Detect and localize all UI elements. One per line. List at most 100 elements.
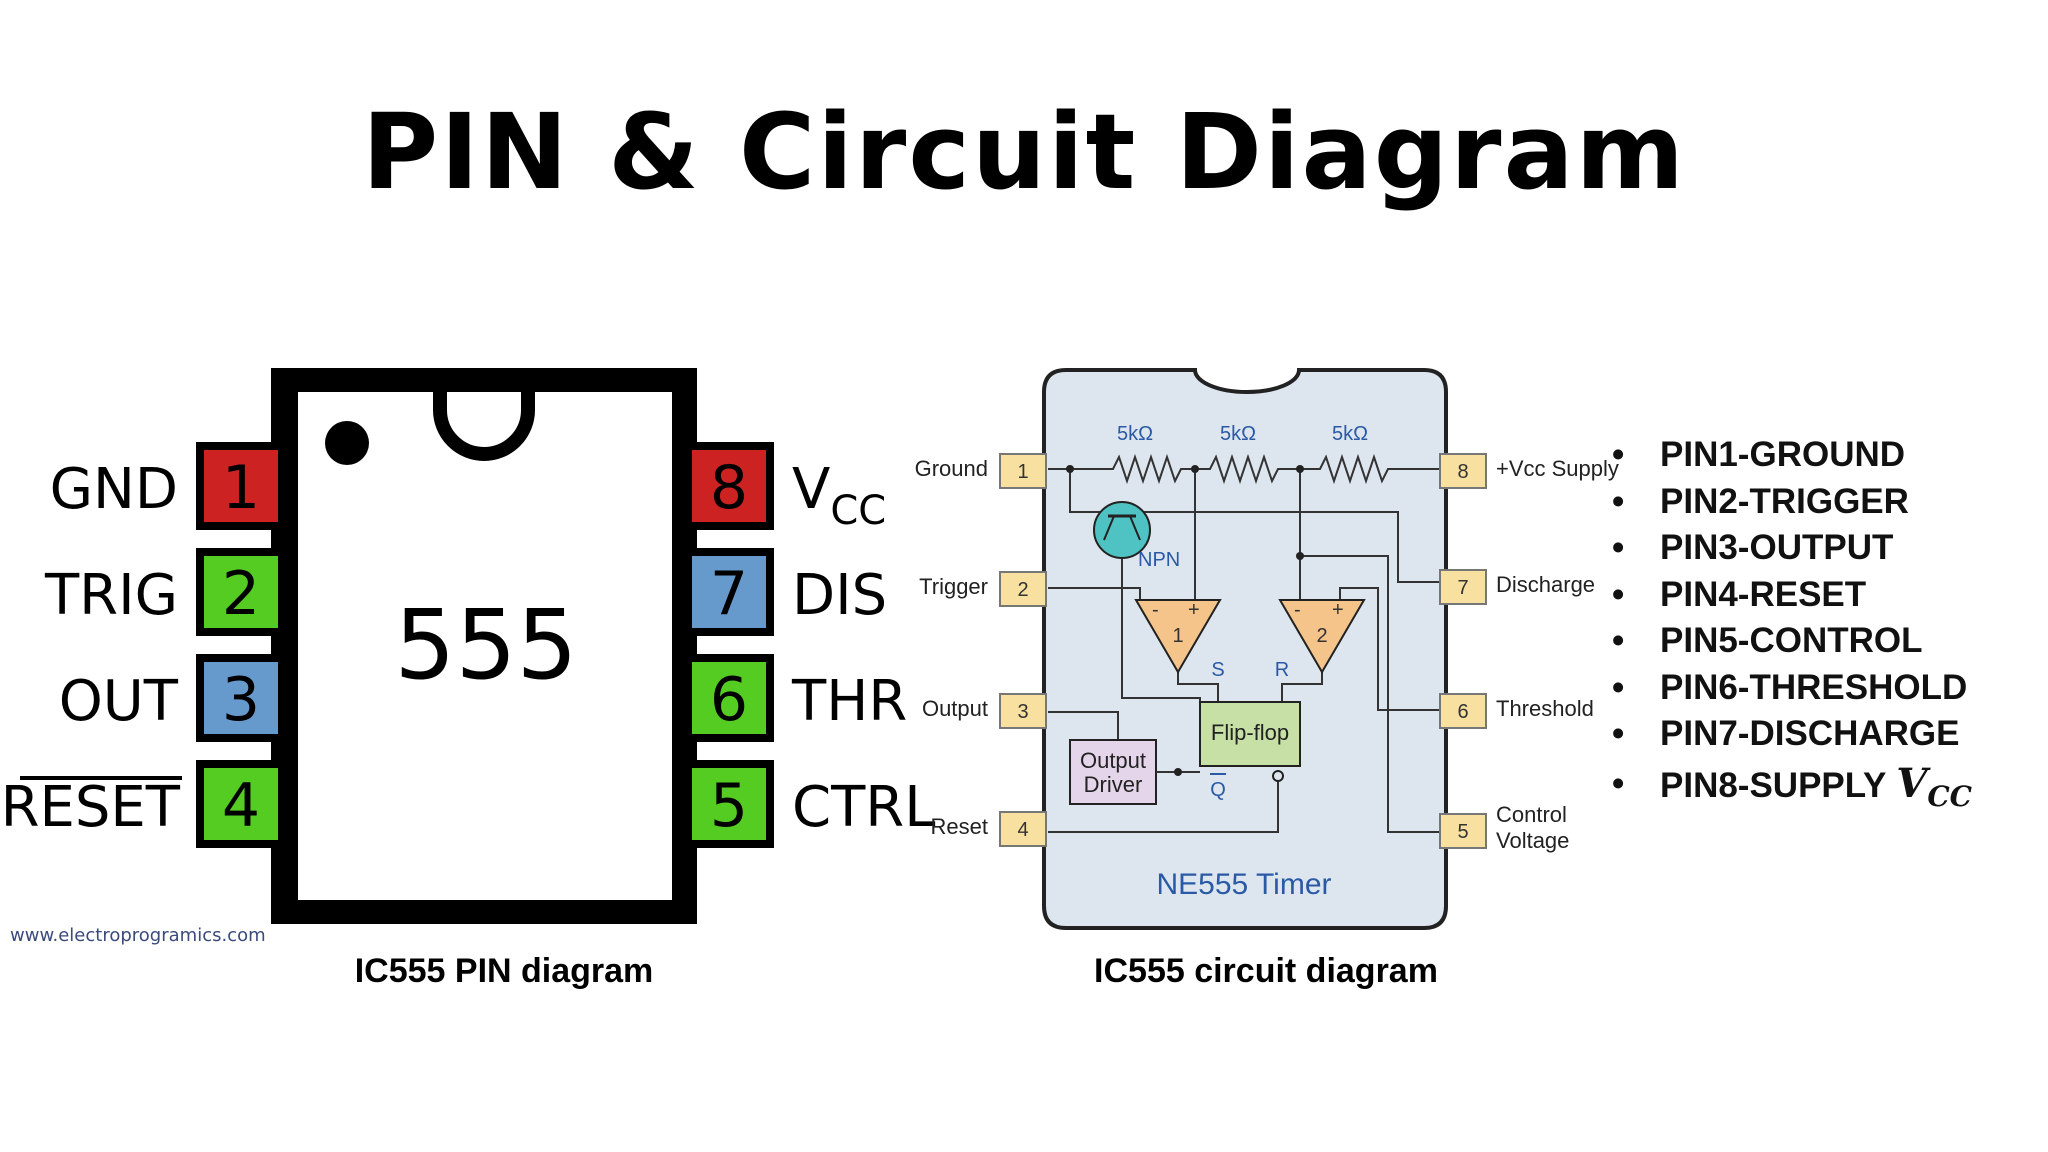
chip-face [298, 392, 672, 900]
set-label: S [1211, 659, 1224, 681]
pin-list-item: PIN4-RESET [1612, 572, 1972, 619]
left-pin-2: 2 TRIG [44, 548, 282, 636]
pin-7-box [692, 556, 766, 628]
circuit-pin-4: 4 Reset [931, 811, 1047, 847]
comparator-2-number: 2 [1316, 625, 1327, 647]
ic-package [1042, 368, 1448, 930]
pin-2-box [204, 556, 278, 628]
circuit-pin-2-number: 2 [1017, 579, 1028, 601]
circuit-pin-3-number: 3 [1017, 701, 1028, 723]
circuit-pin-3-label: Output [922, 696, 988, 721]
pin-4-name: RESET [1, 775, 181, 840]
pin-list-item-supply-label: PIN8-SUPPLY [1660, 765, 1887, 805]
circuit-pin-1-number: 1 [1017, 461, 1028, 483]
right-pin-8: 8 VCC [688, 442, 886, 534]
pin-list-item: PIN3-OUTPUT [1612, 525, 1972, 572]
right-pin-6: 6 THR [688, 654, 907, 742]
circuit-pin-8-label: +Vcc Supply [1496, 456, 1619, 481]
reset-input-label: R [1275, 659, 1289, 681]
pin-list-item: PIN5-CONTROL [1612, 618, 1972, 665]
watermark: www.electroprogramics.com [10, 925, 266, 946]
circuit-pin-2: 2 Trigger [919, 571, 1047, 607]
comparator-1-number: 1 [1172, 625, 1183, 647]
flip-flop-label: Flip-flop [1211, 720, 1289, 745]
circuit-diagram-caption: IC555 circuit diagram [1094, 952, 1438, 990]
pin-8-number: 8 [710, 453, 748, 523]
comparator-1: - + 1 [1134, 599, 1222, 674]
pin-list-item: PIN1-GROUND [1612, 432, 1972, 479]
circuit-pin-1-label: Ground [915, 456, 988, 481]
pin-3-box [204, 662, 278, 734]
pin-8-name: VCC [792, 457, 886, 534]
q-bar-label: Q [1210, 779, 1226, 801]
circuit-pin-7-number: 7 [1457, 577, 1468, 599]
pin-7-name: DIS [792, 563, 887, 628]
pin-6-name: THR [791, 669, 907, 734]
output-driver-line2: Driver [1084, 772, 1143, 797]
pin-6-number: 6 [710, 665, 748, 735]
pin-list: PIN1-GROUND PIN2-TRIGGER PIN3-OUTPUT PIN… [1612, 432, 1972, 813]
circuit-pin-1: 1 Ground [915, 453, 1047, 489]
pin-4-box [204, 768, 278, 840]
circuit-pin-8-number: 8 [1457, 461, 1468, 483]
pin-1-number: 1 [222, 453, 260, 523]
resistor-3-label: 5kΩ [1332, 423, 1368, 445]
circuit-pin-4-label: Reset [931, 814, 988, 839]
comparator-2: - + 2 [1278, 599, 1366, 674]
pin-6-box [692, 662, 766, 734]
pin-5-box [692, 768, 766, 840]
circuit-pin-2-label: Trigger [919, 574, 988, 599]
flip-flop: Flip-flop [1199, 701, 1301, 767]
comparator-2-plus: + [1332, 599, 1344, 621]
left-pin-1: 1 GND [50, 442, 282, 530]
timer-name: NE555 Timer [1156, 868, 1331, 901]
pin1-dot [325, 421, 369, 465]
pin-5-name: CTRL [792, 775, 935, 840]
vcc-symbol: VCC [1896, 759, 1972, 813]
circuit-pin-5-number: 5 [1457, 821, 1468, 843]
circuit-pin-5-label-line2: Voltage [1496, 828, 1569, 853]
pin-5-number: 5 [710, 771, 748, 841]
comparator-2-minus: - [1294, 599, 1301, 621]
resistor-1-label: 5kΩ [1117, 423, 1153, 445]
pin-3-name: OUT [59, 669, 179, 734]
reset-bubble [1272, 770, 1284, 782]
circuit-pin-3: 3 Output [922, 693, 1047, 729]
pin-diagram: 555 1 GND 2 TRIG 3 OUT 4 RESET [1, 368, 935, 990]
pin-list-item: PIN6-THRESHOLD [1612, 665, 1972, 712]
output-driver-line1: Output [1080, 748, 1146, 773]
page-title: PIN & Circuit Diagram [361, 91, 1687, 213]
comparator-1-minus: - [1152, 599, 1159, 621]
circuit-pin-5-label-line1: Control [1496, 802, 1567, 827]
circuit-pin-8: 8 +Vcc Supply [1439, 453, 1619, 489]
circuit-pin-7-label: Discharge [1496, 572, 1595, 597]
pin-1-name: GND [50, 457, 178, 522]
chip-label: 555 [394, 589, 577, 701]
right-pin-5: 5 CTRL [688, 760, 935, 848]
pin-4-number: 4 [222, 771, 260, 841]
circuit-pin-5: 5 Control Voltage [1439, 802, 1569, 853]
pin-2-name: TRIG [44, 563, 178, 628]
pin-diagram-caption: IC555 PIN diagram [355, 952, 654, 990]
circuit-pin-7: 7 Discharge [1439, 569, 1595, 605]
circuit-pin-6-number: 6 [1457, 701, 1468, 723]
circuit-pin-6: 6 Threshold [1439, 693, 1594, 729]
chip-notch [433, 392, 535, 461]
pin-7-number: 7 [710, 559, 748, 629]
resistor-2-label: 5kΩ [1220, 423, 1256, 445]
npn-transistor [1093, 501, 1151, 559]
pin-list-item: PIN2-TRIGGER [1612, 479, 1972, 526]
pin-2-number: 2 [222, 559, 260, 629]
transistor-label: NPN [1138, 549, 1180, 571]
comparator-1-plus: + [1188, 599, 1200, 621]
pin-3-number: 3 [222, 665, 260, 735]
pin-8-box [692, 450, 766, 522]
pin-list-item: PIN7-DISCHARGE [1612, 711, 1972, 758]
junction-dots [1066, 465, 1304, 776]
left-pin-4: 4 RESET [1, 760, 282, 848]
circuit-diagram: 5kΩ 5kΩ 5kΩ NPN - + 1 - + [915, 368, 1619, 990]
circuit-pin-6-label: Threshold [1496, 696, 1594, 721]
left-pin-3: 3 OUT [59, 654, 282, 742]
